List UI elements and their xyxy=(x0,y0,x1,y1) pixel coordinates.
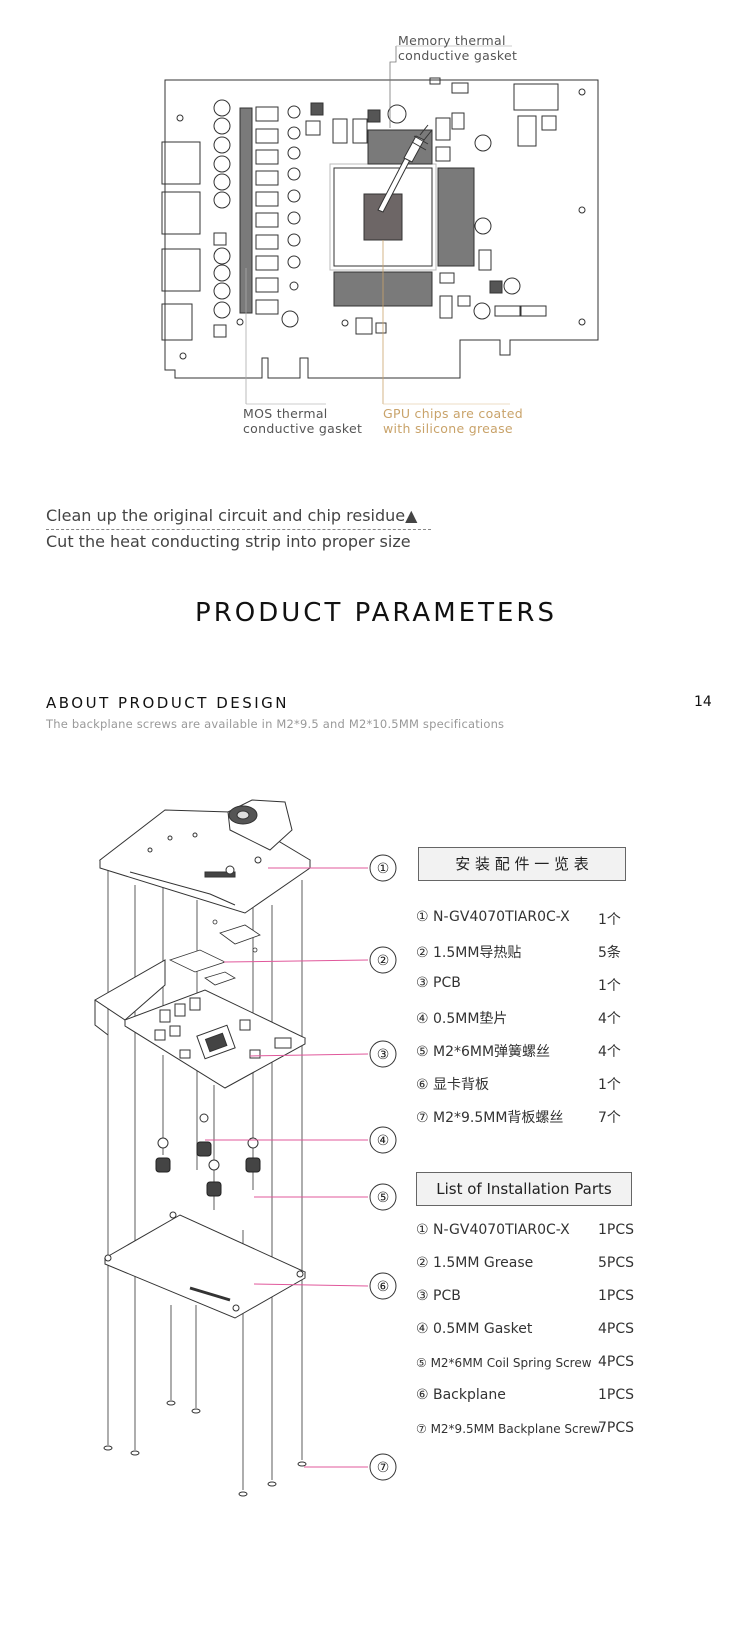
mos-gasket-callout: MOS thermal conductive gasket xyxy=(243,406,362,436)
memory-callout-line1: Memory thermal xyxy=(398,33,506,48)
gpu-callout-line2: with silicone grease xyxy=(383,421,513,436)
parts-list-en-title: List of Installation Parts xyxy=(416,1172,632,1206)
en-item-7: ⑦ M2*9.5MM Backplane Screw xyxy=(416,1422,601,1436)
cn-qty-6: 1个 xyxy=(598,1077,621,1093)
marker-7: ⑦ xyxy=(377,1460,390,1476)
cn-qty-3: 1个 xyxy=(598,978,621,994)
cn-qty-1: 1个 xyxy=(598,912,621,928)
en-item-3: ③ PCB xyxy=(416,1288,461,1304)
section-subtitle: ABOUT PRODUCT DESIGN xyxy=(46,694,290,712)
en-qty-7: 7PCS xyxy=(598,1420,635,1436)
mos-callout-line2: conductive gasket xyxy=(243,421,363,436)
en-item-6: ⑥ Backplane xyxy=(416,1387,506,1403)
cn-qty-4: 4个 xyxy=(598,1011,621,1027)
screw-spec-note: The backplane screws are available in M2… xyxy=(46,717,505,731)
en-qty-4: 4PCS xyxy=(598,1321,635,1337)
en-item-5: ⑤ M2*6MM Coil Spring Screw xyxy=(416,1356,592,1370)
pcb-diagram xyxy=(161,45,599,405)
en-qty-2: 5PCS xyxy=(598,1255,635,1271)
marker-6: ⑥ xyxy=(377,1279,390,1295)
en-qty-5: 4PCS xyxy=(598,1354,635,1370)
gpu-callout-line1: GPU chips are coated xyxy=(383,406,523,421)
cn-item-7: ⑦ M2*9.5MM背板螺丝 xyxy=(416,1110,564,1126)
memory-gasket-callout: Memory thermal conductive gasket xyxy=(398,33,517,63)
parts-list-cn-title: 安 装 配 件 一 览 表 xyxy=(418,847,626,881)
cn-item-4: ④ 0.5MM垫片 xyxy=(416,1011,508,1027)
page-title: PRODUCT PARAMETERS xyxy=(195,598,557,628)
marker-5: ⑤ xyxy=(377,1190,390,1206)
step-clean: Clean up the original circuit and chip r… xyxy=(46,506,418,525)
cn-item-2: ② 1.5MM导热贴 xyxy=(416,945,522,961)
en-qty-6: 1PCS xyxy=(598,1387,635,1403)
en-qty-1: 1PCS xyxy=(598,1222,635,1238)
cn-qty-2: 5条 xyxy=(598,945,621,961)
gpu-grease-callout: GPU chips are coated with silicone greas… xyxy=(383,406,523,436)
cn-item-6: ⑥ 显卡背板 xyxy=(416,1077,490,1093)
en-qty-3: 1PCS xyxy=(598,1288,635,1304)
memory-callout-line2: conductive gasket xyxy=(398,48,518,63)
en-item-1: ① N-GV4070TIAR0C-X xyxy=(416,1222,570,1238)
en-item-2: ② 1.5MM Grease xyxy=(416,1255,534,1271)
marker-2: ② xyxy=(377,953,390,969)
marker-4: ④ xyxy=(377,1133,390,1149)
cn-qty-7: 7个 xyxy=(598,1110,621,1126)
cn-qty-5: 4个 xyxy=(598,1044,621,1060)
en-item-4: ④ 0.5MM Gasket xyxy=(416,1321,533,1337)
cn-item-5: ⑤ M2*6MM弹簧螺丝 xyxy=(416,1044,551,1060)
marker-3: ③ xyxy=(377,1047,390,1063)
cn-item-1: ① N-GV4070TIAR0C-X xyxy=(416,909,570,925)
marker-1: ① xyxy=(377,861,390,877)
mos-callout-line1: MOS thermal xyxy=(243,406,328,421)
cn-item-3: ③ PCB xyxy=(416,975,461,991)
step-divider xyxy=(46,529,431,530)
page-number: 14 xyxy=(694,694,712,710)
step-cut: Cut the heat conducting strip into prope… xyxy=(46,532,411,551)
